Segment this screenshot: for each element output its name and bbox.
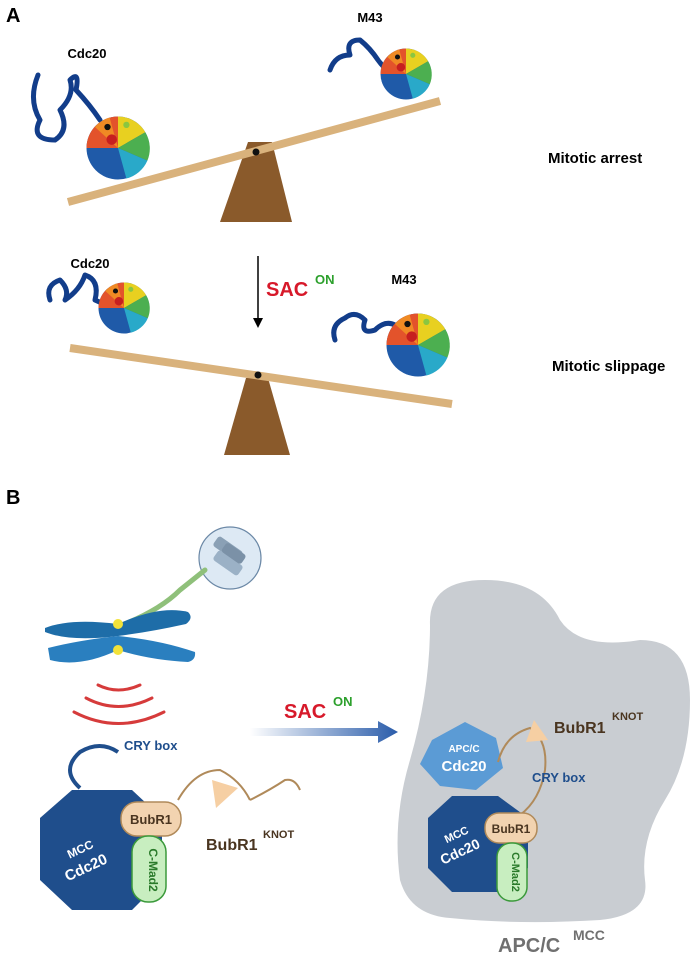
cmad2-label-left: C-Mad2 [146,848,160,892]
fulcrum-top [220,142,292,222]
seesaw-top [66,97,442,222]
sac-label-b: SAC [284,701,326,723]
cmad2-label-right: C-Mad2 [509,852,521,892]
knot-label-right: BubR1 [554,720,606,737]
cdc20-protein-bottom [46,272,150,334]
cmad2-pill-right [496,842,528,902]
cmad2-pill-left [131,835,167,903]
sac-on-label-a: ON [315,272,335,287]
state-label-top: Mitotic arrest [548,150,642,167]
apcc-cdc20-shape [420,722,503,790]
panel-a: A Cdc20 M43 Mitotic arrest SAC ON [6,5,665,455]
fulcrum-bottom [224,378,290,455]
cry-box-label-right: CRY box [532,770,586,785]
apcc-cdc20-label: Cdc20 [441,758,486,775]
knot-sup-left: KNOT [263,829,294,841]
cry-box-label-left: CRY box [124,738,178,753]
bubr1-label-right: BubR1 [492,822,531,836]
m43-label-bottom: M43 [391,272,416,287]
sac-label-a: SAC [266,279,308,301]
sac-on-label-b: ON [333,694,353,709]
panel-a-label: A [6,5,20,27]
m43-protein-top [327,37,432,100]
microtubule-icon [198,526,262,590]
cdc20-protein-top [31,72,150,180]
cdc20-label-top: Cdc20 [67,46,106,61]
bubr1-tail-right [497,726,547,816]
state-label-bottom: Mitotic slippage [552,358,665,375]
apcc-mcc-sup: MCC [573,927,605,943]
mcc-complex-right: APC/C Cdc20 MCC Cdc20 BubR1 C-Mad2 [420,720,548,902]
m43-protein-bottom [331,312,450,377]
apcc-mcc-label: APC/C [498,935,560,956]
panel-b: B SAC ON [6,487,690,956]
bubr1-label-left: BubR1 [130,812,172,827]
cry-box-tail-left [68,744,120,790]
seesaw-bottom [69,344,453,455]
transition-arrow-head [253,318,263,328]
chromosome-icon [45,610,196,663]
sac-arrow [250,721,398,743]
panel-b-label: B [6,487,20,509]
signal-waves [72,683,166,725]
pivot-bottom [254,371,262,379]
cdc20-label-bottom: Cdc20 [70,256,109,271]
knot-triangle-left [212,780,238,808]
knot-sup-right: KNOT [612,711,643,723]
knot-triangle-right [526,720,548,742]
mcc-complex-left: MCC Cdc20 BubR1 C-Mad2 [40,744,301,910]
bubr1-tail-left [177,768,251,801]
pivot-top [252,148,260,156]
knot-label-left: BubR1 [206,837,258,854]
m43-label-top: M43 [357,10,382,25]
apcc-cdc20-small-label: APC/C [448,744,479,755]
